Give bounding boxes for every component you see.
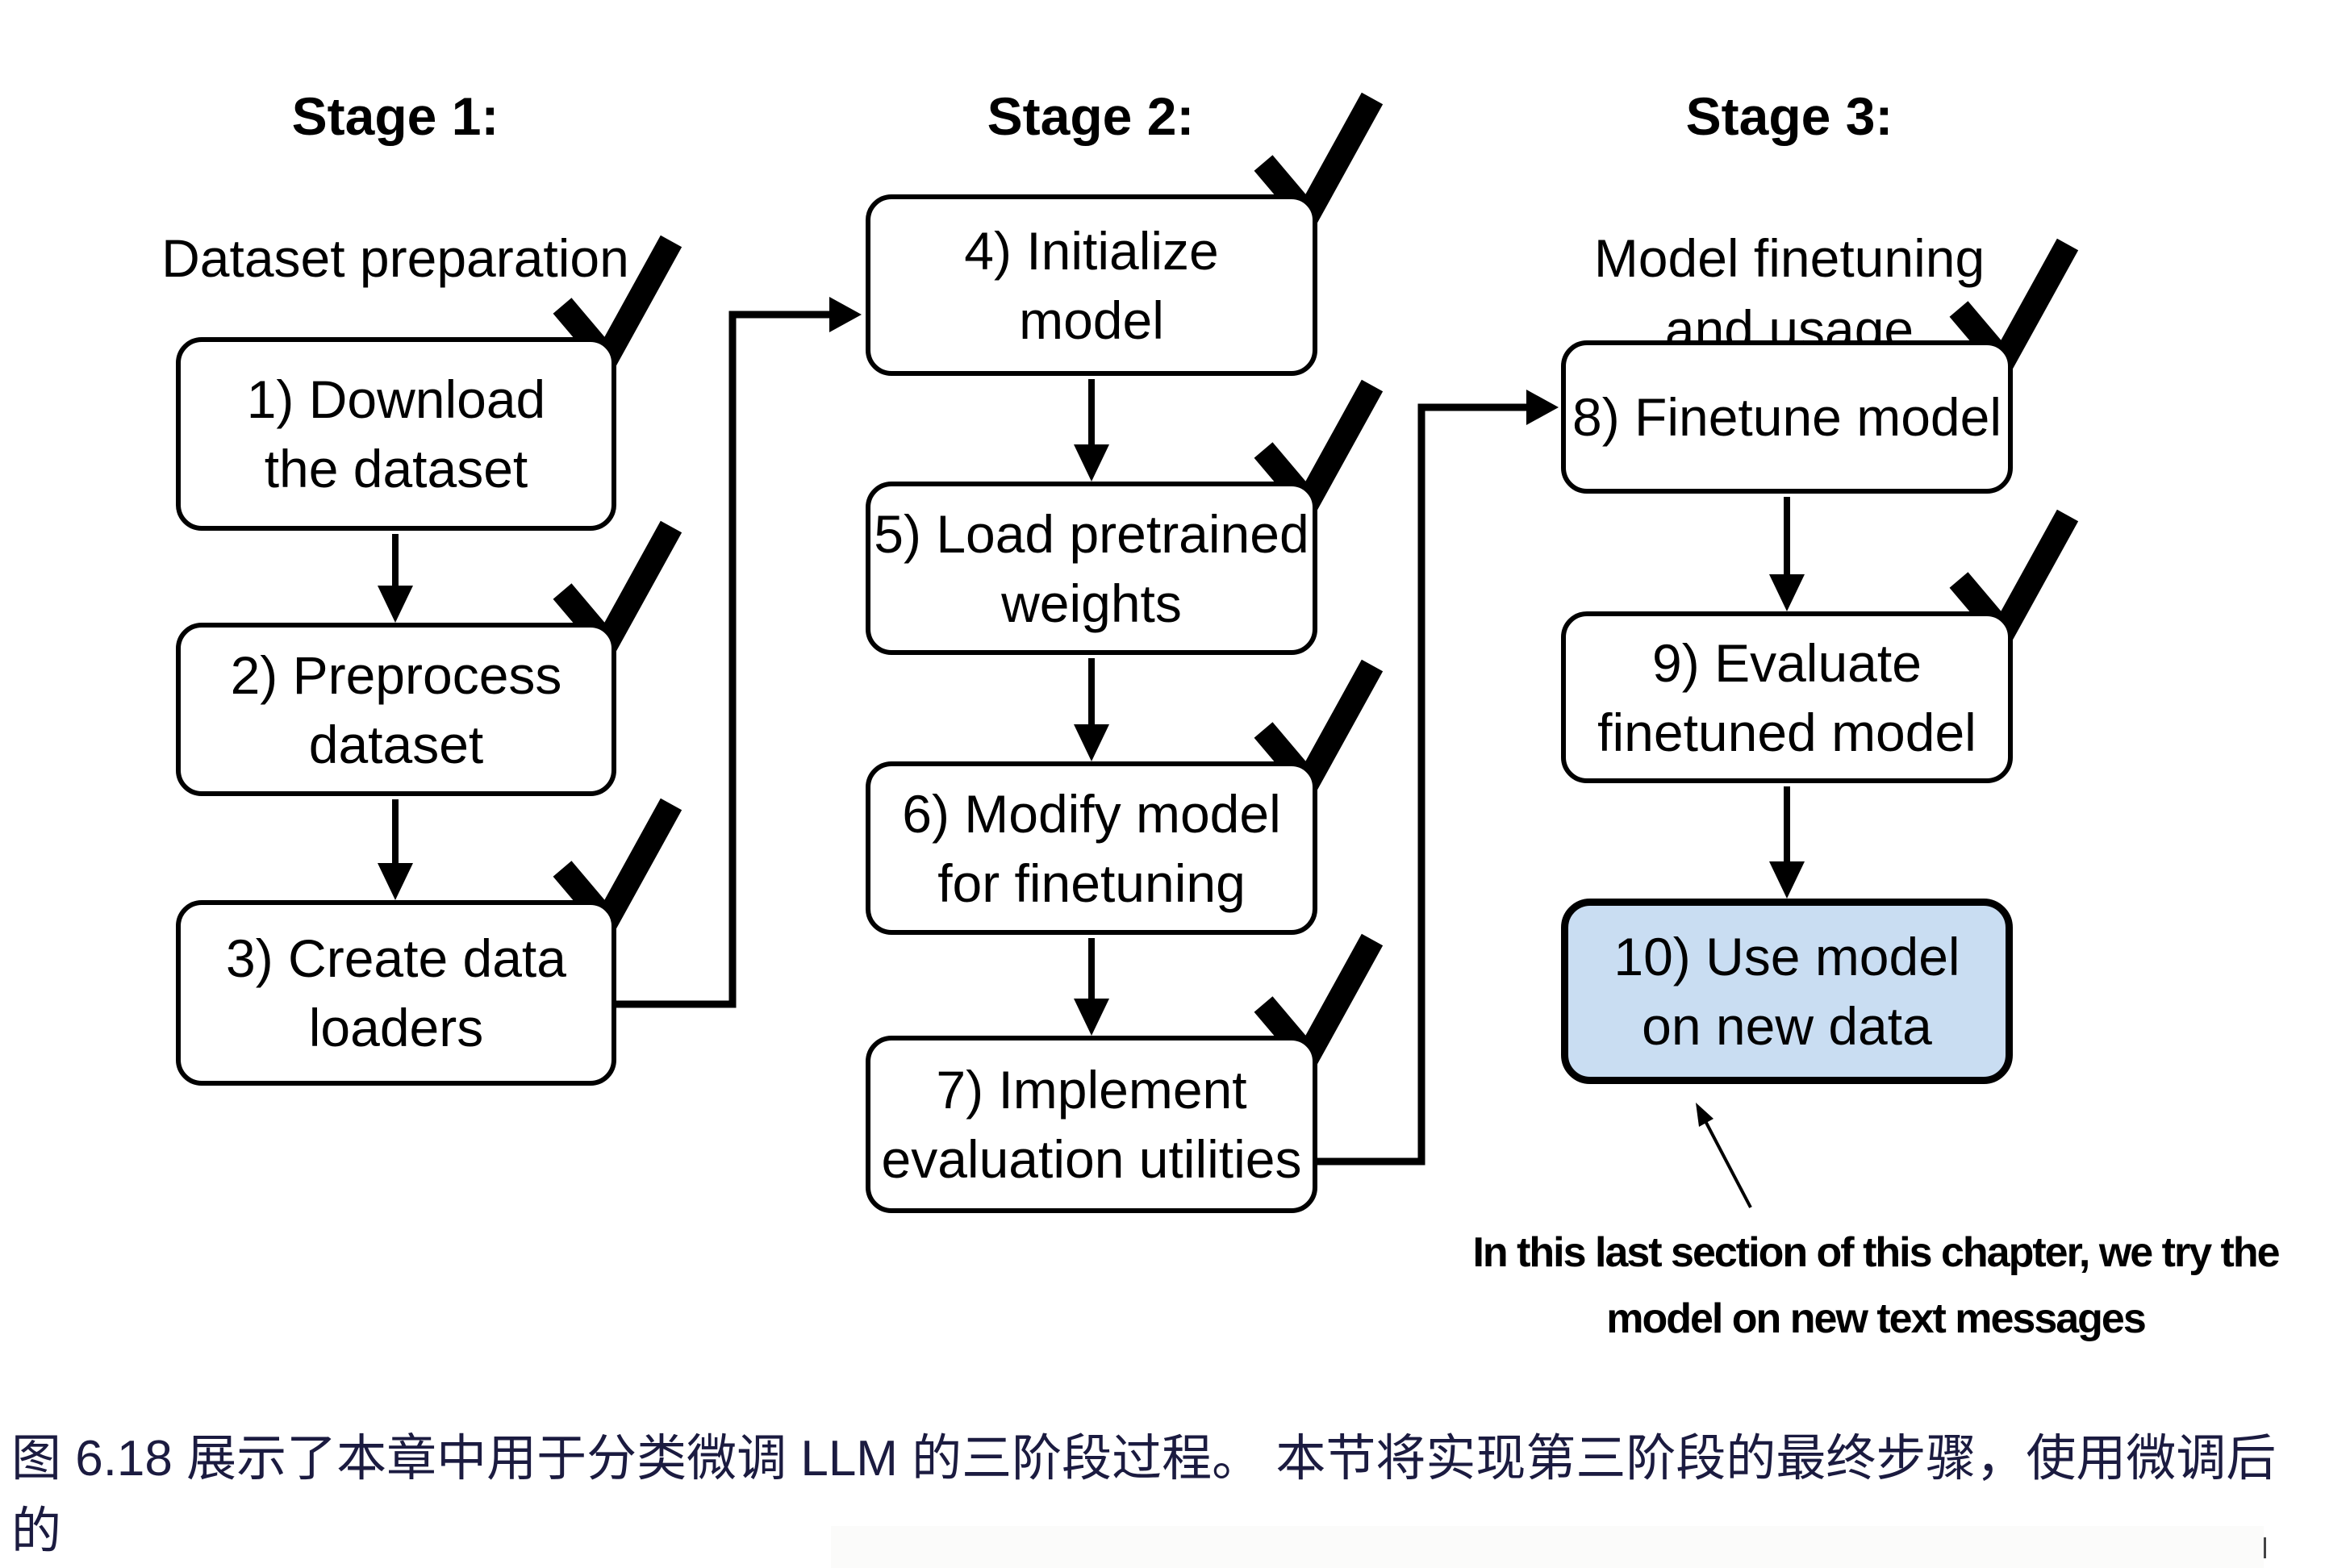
step-box-9-evaluate-finetuned-model: 9) Evaluate finetuned model [1561, 611, 2013, 783]
down-arrow-step4-step5 [1074, 379, 1109, 482]
stage-3-title: Stage 3: [1685, 86, 1893, 146]
step-box-2-preprocess-dataset: 2) Preprocess dataset [176, 623, 616, 796]
connector-stage1-to-stage2 [616, 297, 862, 1008]
down-arrow-step8-step9 [1769, 497, 1805, 611]
step-box-10-use-model-on-new-data: 10) Use model on new data [1561, 899, 2013, 1084]
text-cursor [2264, 1537, 2266, 1558]
step-box-3-create-data-loaders: 3) Create data loaders [176, 900, 616, 1086]
step-box-1-download-dataset: 1) Download the dataset [176, 337, 616, 531]
annotation-arrow [1696, 1103, 1752, 1208]
down-arrow-step6-step7 [1074, 938, 1109, 1036]
stage-1-subtitle: Dataset preparation [161, 228, 629, 288]
figure-caption: 图 6.18 展示了本章中用于分类微调 LLM 的三阶段过程。 本节将实现第三阶… [11, 1431, 2277, 1559]
stage-1-title: Stage 1: [291, 86, 499, 146]
down-arrow-step1-step2 [378, 534, 413, 623]
step-box-7-implement-evaluation-utilities: 7) Implement evaluation utilities [866, 1036, 1317, 1213]
step-box-6-modify-model-for-finetuning: 6) Modify model for finetuning [866, 761, 1317, 935]
down-arrow-step5-step6 [1074, 658, 1109, 761]
down-arrow-step9-step10 [1769, 786, 1805, 899]
annotation-text: In this last section of this chapter, we… [1472, 1229, 2280, 1342]
step-box-5-load-pretrained-weights: 5) Load pretrained weights [866, 482, 1317, 655]
step-box-4-initialize-model: 4) Initialize model [866, 194, 1317, 376]
bottom-gray-band [831, 1526, 2264, 1568]
stage-2-title: Stage 2: [987, 86, 1195, 146]
down-arrow-step2-step3 [378, 799, 413, 900]
stage-1-header: Stage 1: Dataset preparation [73, 10, 718, 365]
step-box-8-finetune-model: 8) Finetune model [1561, 340, 2013, 494]
connector-stage2-to-stage3 [1317, 390, 1559, 1166]
